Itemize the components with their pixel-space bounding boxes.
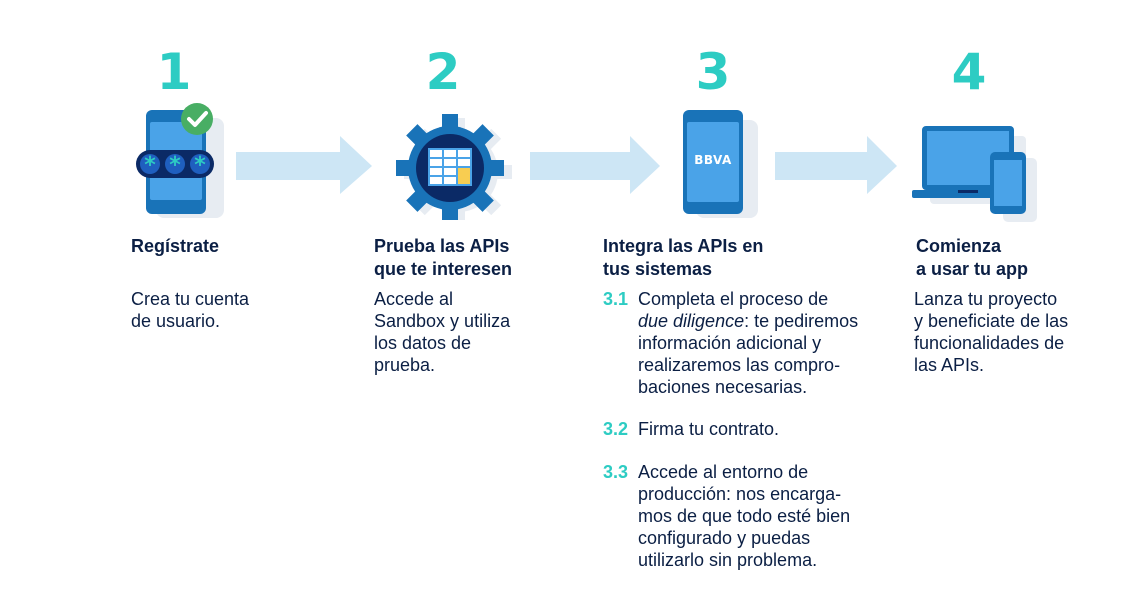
arrow-right-icon <box>530 136 670 201</box>
gear-table-icon <box>388 110 513 226</box>
phone-bbva-icon: BBVA <box>678 108 768 220</box>
step-4-description: Lanza tu proyecto y beneficiate de las f… <box>914 289 1069 375</box>
arrow-right-icon <box>236 136 376 201</box>
phone-password-check-icon: * * * <box>128 100 233 220</box>
step-1-description: Crea tu cuenta de usuario. <box>131 289 250 331</box>
substep-text: Accede al entorno de producción: nos enc… <box>638 462 851 570</box>
substep-number: 3.2 <box>603 419 629 439</box>
svg-text:*: * <box>144 153 156 178</box>
step-3-title: Integra las APIs en tus sistemas <box>603 236 764 279</box>
step-1-title: Regístrate <box>131 236 220 256</box>
substep-3-1-line-2: due diligence: te pediremos <box>638 311 859 331</box>
step-2-description: Accede al Sandbox y utiliza los datos de… <box>374 289 511 375</box>
svg-text:*: * <box>194 153 206 178</box>
substep-3-2: 3.2 Firma tu contrato. <box>603 418 883 442</box>
substep-number: 3.1 <box>603 289 629 309</box>
laptop-phone-icon <box>908 124 1043 224</box>
step-2-title: Prueba las APIs que te interesen <box>374 236 513 279</box>
step-1-number: 1 <box>156 43 192 101</box>
step-4-number: 4 <box>951 43 987 101</box>
arrow-right-icon <box>775 136 905 201</box>
step-2-number: 2 <box>425 43 461 101</box>
substep-number: 3.3 <box>603 462 629 482</box>
substep-3-3: 3.3 Accede al entorno de producción: nos… <box>603 461 883 573</box>
svg-text:*: * <box>169 153 181 178</box>
substep-text: Firma tu contrato. <box>638 419 780 439</box>
substep-text: Completa el proceso de due diligence: te… <box>638 288 878 398</box>
step-4-title: Comienza a usar tu app <box>916 236 1029 279</box>
substep-3-1: 3.1 Completa el proceso de due diligence… <box>603 288 883 400</box>
bbva-logo-text: BBVA <box>694 153 732 167</box>
italic-term: due diligence <box>638 311 745 331</box>
step-3-number: 3 <box>695 43 731 101</box>
